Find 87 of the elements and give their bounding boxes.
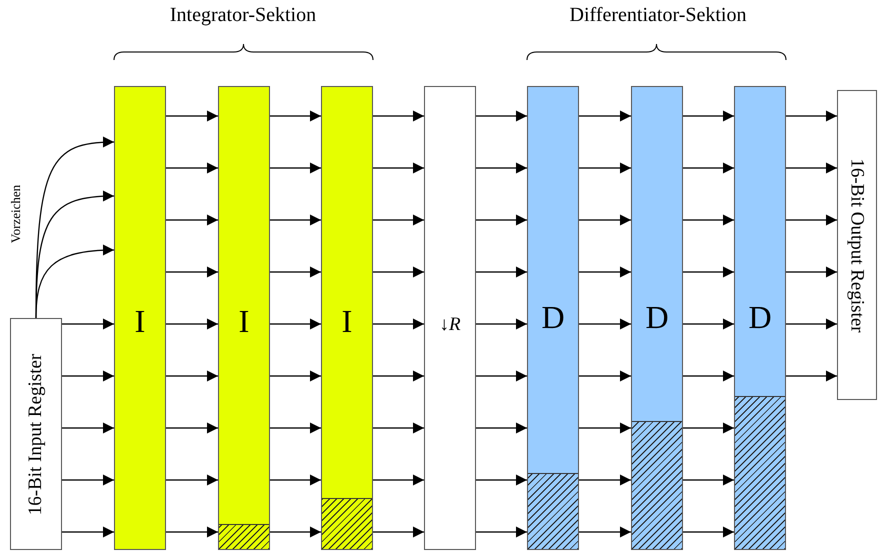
block-label: D xyxy=(644,301,670,333)
arrow xyxy=(166,266,218,278)
arrow xyxy=(166,318,218,330)
arrow xyxy=(166,422,218,434)
register-box xyxy=(10,318,62,550)
arrow xyxy=(476,526,527,538)
integrator-block xyxy=(321,86,373,550)
arrow xyxy=(786,214,837,226)
arrow xyxy=(476,474,527,486)
register-label: 16-Bit Output Register xyxy=(848,158,866,332)
arrow xyxy=(683,266,734,278)
arrow xyxy=(373,266,424,278)
block-label: I xyxy=(340,305,354,337)
arrow xyxy=(579,266,631,278)
arrow xyxy=(683,162,734,174)
differentiator-block xyxy=(631,86,683,550)
block-label: D xyxy=(747,301,773,333)
arrow xyxy=(62,422,114,434)
arrow xyxy=(373,474,424,486)
arrow xyxy=(166,474,218,486)
arrow xyxy=(62,474,114,486)
arrow xyxy=(476,214,527,226)
arrow xyxy=(683,318,734,330)
block-label: D xyxy=(540,301,566,333)
arrow xyxy=(683,422,734,434)
arrow xyxy=(579,422,631,434)
arrow xyxy=(166,370,218,382)
arrow xyxy=(579,526,631,538)
arrow xyxy=(579,162,631,174)
arrow xyxy=(373,526,424,538)
arrow xyxy=(62,526,114,538)
arrow xyxy=(683,110,734,122)
arrow xyxy=(166,526,218,538)
arrow xyxy=(683,526,734,538)
block-label: I xyxy=(238,305,250,337)
arrow xyxy=(683,370,734,382)
register-label: 16-Bit Input Register xyxy=(26,353,46,515)
arrow xyxy=(373,162,424,174)
side-label: Vorzeichen xyxy=(8,184,24,244)
arrow xyxy=(476,318,527,330)
arrow xyxy=(786,318,837,330)
arrow xyxy=(786,370,837,382)
arrow xyxy=(579,474,631,486)
arrow xyxy=(373,110,424,122)
arrow xyxy=(579,318,631,330)
arrow xyxy=(270,422,321,434)
block-label: I xyxy=(134,305,146,337)
arrow xyxy=(786,162,837,174)
arrow xyxy=(270,474,321,486)
arrow xyxy=(476,370,527,382)
differentiator-block xyxy=(527,86,579,550)
arrow xyxy=(786,266,837,278)
arrow xyxy=(373,318,424,330)
block-label: ↓R xyxy=(438,315,462,334)
arrow xyxy=(270,214,321,226)
arrow xyxy=(476,162,527,174)
arrow xyxy=(270,526,321,538)
arrow xyxy=(270,266,321,278)
arrow xyxy=(62,370,114,382)
arrow xyxy=(476,110,527,122)
arrow xyxy=(683,474,734,486)
integrator-block xyxy=(218,86,270,550)
arrow xyxy=(270,162,321,174)
arrow xyxy=(476,422,527,434)
arrow xyxy=(373,370,424,382)
arrow xyxy=(166,110,218,122)
differentiator-block xyxy=(734,86,786,550)
arrow xyxy=(35,244,114,318)
arrow xyxy=(476,266,527,278)
arrow xyxy=(62,318,114,330)
section-heading: Differentiator-Sektion xyxy=(570,4,746,27)
integrator-block xyxy=(114,86,166,550)
arrow xyxy=(270,370,321,382)
arrow xyxy=(683,214,734,226)
decimator-block xyxy=(424,86,476,550)
arrow xyxy=(166,214,218,226)
arrow xyxy=(166,162,218,174)
arrow xyxy=(786,110,837,122)
arrow xyxy=(579,110,631,122)
arrow xyxy=(579,370,631,382)
arrow xyxy=(270,318,321,330)
arrow xyxy=(579,214,631,226)
arrow xyxy=(373,214,424,226)
arrow xyxy=(373,422,424,434)
section-heading: Integrator-Sektion xyxy=(170,4,316,27)
arrow xyxy=(270,110,321,122)
register-box xyxy=(837,90,877,400)
